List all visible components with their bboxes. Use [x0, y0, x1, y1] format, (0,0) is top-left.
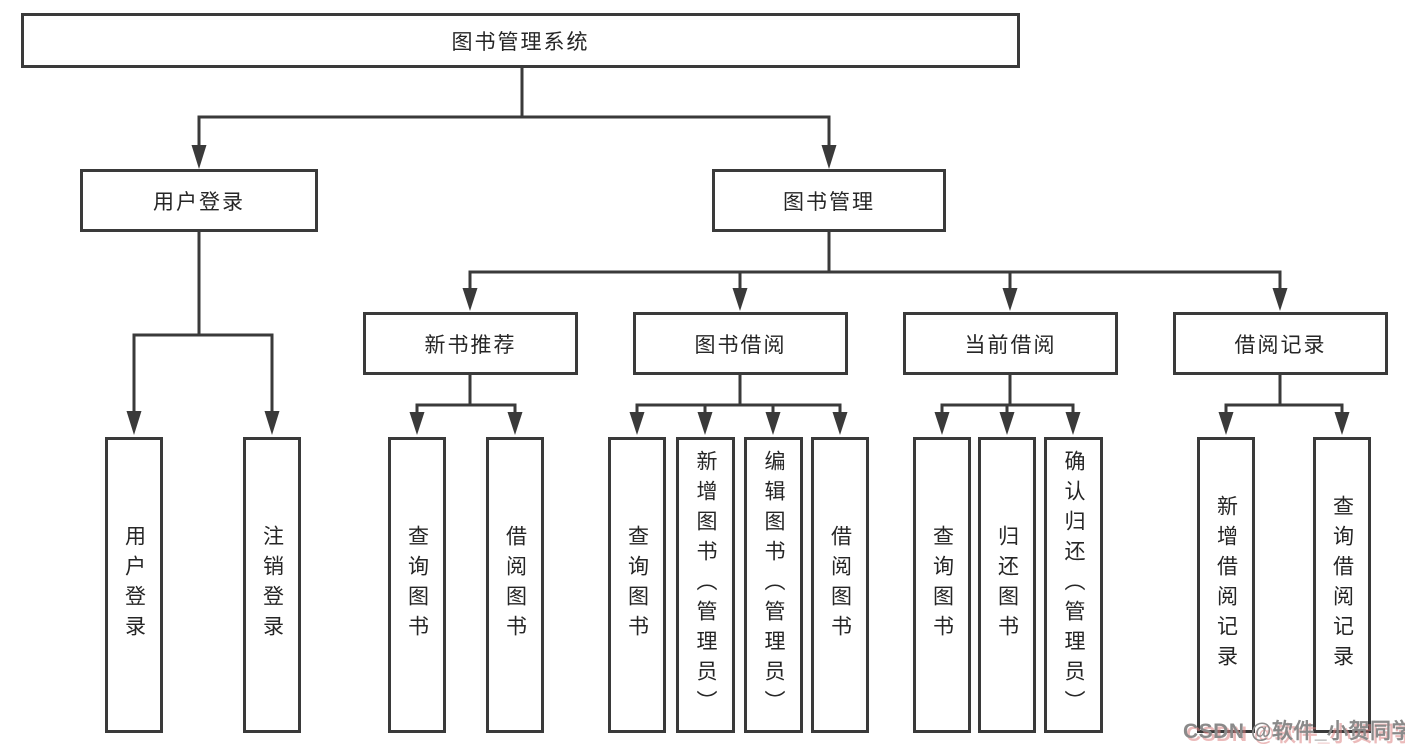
leaf-query-books-current: 查询图书: [913, 437, 971, 733]
node-current-borrow: 当前借阅: [903, 312, 1118, 375]
leaf-add-book-admin: 新增图书（管理员）: [676, 437, 735, 733]
leaf-query-books-borrow-label: 查询图书: [625, 525, 649, 645]
leaf-add-book-admin-label: 新增图书（管理员）: [694, 450, 717, 720]
arrowhead-icon: [629, 412, 645, 435]
leaf-borrow-books: 借阅图书: [811, 437, 869, 733]
node-user-login-label: 用户登录: [153, 190, 245, 214]
arrowhead-icon: [1065, 412, 1081, 435]
arrowhead-icon: [1272, 288, 1288, 311]
arrowhead-icon: [1334, 412, 1350, 435]
arrowhead-icon: [409, 412, 425, 435]
node-user-login: 用户登录: [80, 169, 318, 232]
node-root: 图书管理系统: [21, 13, 1020, 68]
leaf-query-books-recommend: 查询图书: [388, 437, 446, 733]
leaf-confirm-return-admin-label: 确认归还（管理员）: [1062, 450, 1085, 720]
node-current-borrow-label: 当前借阅: [964, 333, 1057, 357]
leaf-borrow-books-label: 借阅图书: [828, 525, 852, 645]
leaf-return-book: 归还图书: [978, 437, 1036, 733]
leaf-edit-book-admin: 编辑图书（管理员）: [744, 437, 803, 733]
leaf-logout-label: 注销登录: [260, 525, 284, 645]
node-borrow-records: 借阅记录: [1173, 312, 1388, 375]
arrowhead-icon: [191, 145, 207, 169]
leaf-return-book-label: 归还图书: [995, 525, 1019, 645]
arrowhead-icon: [934, 412, 950, 435]
arrowhead-icon: [507, 412, 523, 435]
node-book-borrow: 图书借阅: [633, 312, 848, 375]
arrowhead-icon: [821, 145, 837, 169]
leaf-query-borrow-record-label: 查询借阅记录: [1330, 495, 1354, 675]
leaf-logout: 注销登录: [243, 437, 301, 733]
arrowhead-icon: [1218, 412, 1234, 435]
arrowhead-icon: [264, 411, 280, 435]
arrowhead-icon: [832, 412, 848, 435]
leaf-user-login-label: 用户登录: [122, 525, 146, 645]
arrowhead-icon: [999, 412, 1015, 435]
leaf-query-books-current-label: 查询图书: [930, 525, 954, 645]
node-new-book-recommend: 新书推荐: [363, 312, 578, 375]
node-book-borrow-label: 图书借阅: [694, 333, 787, 357]
leaf-add-borrow-record-label: 新增借阅记录: [1214, 495, 1238, 675]
arrowhead-icon: [462, 288, 478, 311]
arrowhead-icon: [765, 412, 781, 435]
leaf-user-login: 用户登录: [105, 437, 163, 733]
leaf-query-books-recommend-label: 查询图书: [405, 525, 429, 645]
leaf-borrow-books-recommend-label: 借阅图书: [503, 525, 527, 645]
node-new-book-recommend-label: 新书推荐: [424, 333, 517, 357]
watermark: CSDN @软件_小贺同学: [1183, 720, 1405, 743]
leaf-confirm-return-admin: 确认归还（管理员）: [1044, 437, 1103, 733]
node-book-management: 图书管理: [712, 169, 946, 232]
leaf-query-borrow-record: 查询借阅记录: [1313, 437, 1371, 733]
leaf-add-borrow-record: 新增借阅记录: [1197, 437, 1255, 733]
node-borrow-records-label: 借阅记录: [1234, 333, 1327, 357]
node-book-management-label: 图书管理: [783, 190, 875, 214]
arrowhead-icon: [697, 412, 713, 435]
leaf-edit-book-admin-label: 编辑图书（管理员）: [762, 450, 785, 720]
node-root-label: 图书管理系统: [451, 30, 590, 54]
leaf-query-books-borrow: 查询图书: [608, 437, 666, 733]
arrowhead-icon: [126, 411, 142, 435]
arrowhead-icon: [732, 288, 748, 311]
arrowhead-icon: [1002, 288, 1018, 311]
leaf-borrow-books-recommend: 借阅图书: [486, 437, 544, 733]
